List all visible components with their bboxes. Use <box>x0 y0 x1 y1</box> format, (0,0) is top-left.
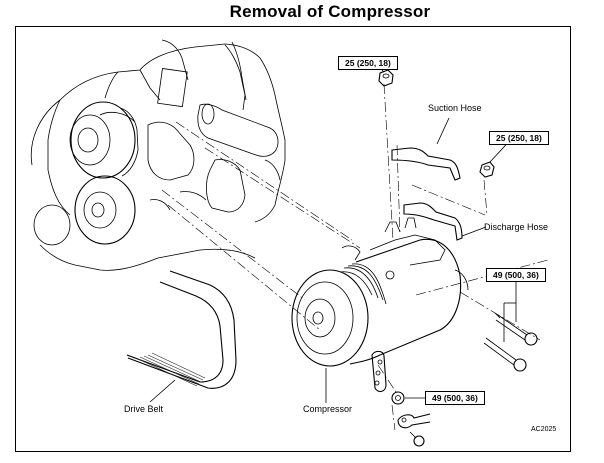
torque-spec-suction-nut: 25 (250, 18) <box>338 56 398 70</box>
engine-block <box>30 39 286 271</box>
suction-hose <box>391 147 461 181</box>
mounting-bolt-lower <box>483 337 527 372</box>
suction-nut <box>378 69 394 87</box>
discharge-hose <box>403 202 463 241</box>
figure-code: AC2025 <box>531 426 557 433</box>
torque-spec-bracket-nut: 49 (500, 36) <box>425 391 485 405</box>
compressor-bracket <box>371 350 387 393</box>
diagram-title: Removal of Compressor <box>229 2 431 21</box>
label-drive-belt: Drive Belt <box>124 404 164 414</box>
torque-spec-discharge-nut: 25 (250, 18) <box>489 131 549 145</box>
label-compressor: Compressor <box>303 404 353 414</box>
ground-terminal <box>397 413 431 447</box>
alignment-guides <box>161 83 549 431</box>
label-suction-hose: Suction Hose <box>428 103 482 113</box>
torque-spec-mounting-bolts: 49 (500, 36) <box>486 268 546 282</box>
label-discharge-hose: Discharge Hose <box>484 222 549 232</box>
mounting-bolt-upper <box>494 312 538 346</box>
compressor-body <box>291 217 469 367</box>
drive-belt <box>126 270 237 389</box>
diagram-frame <box>15 26 571 452</box>
bracket-nut <box>391 391 405 405</box>
leader-lines <box>149 63 517 403</box>
discharge-nut <box>479 161 495 178</box>
